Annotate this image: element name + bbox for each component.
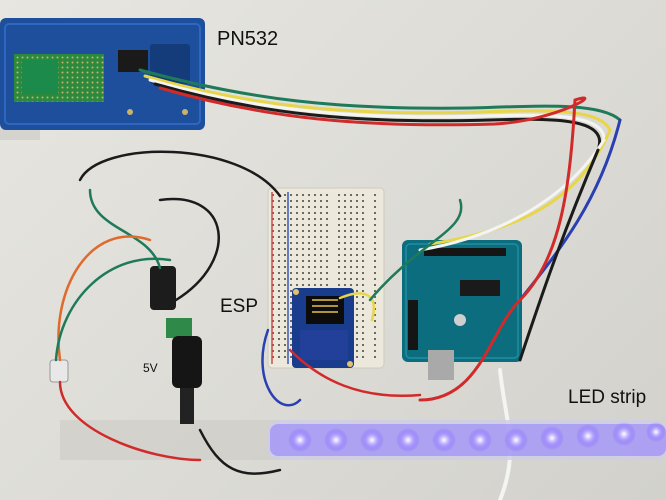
pn532-label: PN532: [217, 28, 279, 50]
usb-port: [428, 350, 454, 380]
esp-module: [292, 288, 354, 368]
esp-label: ESP: [220, 296, 259, 317]
pn532-board: [0, 18, 205, 130]
led-strip: [268, 420, 666, 460]
dc-barrel-jack: [150, 266, 202, 424]
led-strip-label: LED strip: [568, 387, 647, 408]
tape-strip: [60, 420, 280, 460]
led-pixels: [288, 422, 666, 452]
jst-connector: [49, 359, 69, 383]
five-volt-label: 5V: [143, 361, 158, 375]
wires: [54, 68, 622, 500]
arduino-board: [402, 240, 522, 380]
capacitor: [150, 266, 176, 310]
chip: [118, 50, 148, 72]
